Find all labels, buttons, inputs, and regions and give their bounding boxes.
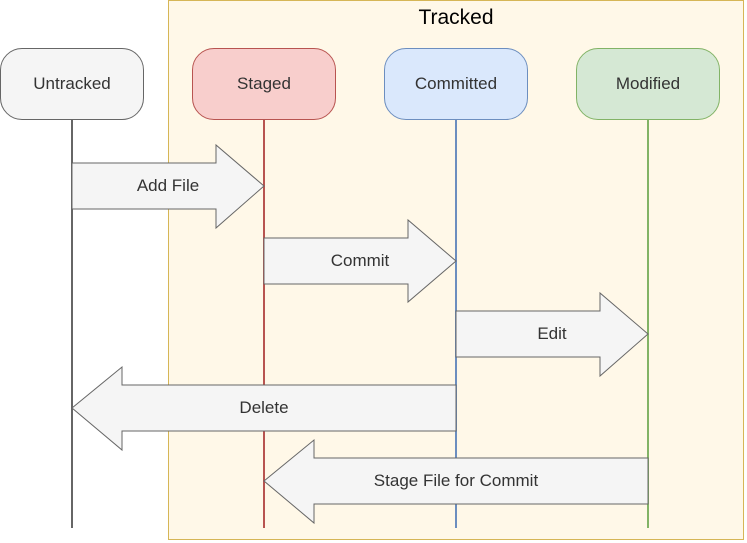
state-staged-label: Staged (237, 74, 291, 93)
state-committed: Committed (384, 48, 528, 120)
arrow-edit (455, 291, 649, 378)
tracked-title: Tracked (418, 6, 494, 29)
arrow-add-file-label: Add File (136, 176, 200, 195)
state-modified-label: Modified (615, 74, 681, 93)
arrow-add-file (71, 143, 265, 230)
arrow-delete (71, 365, 457, 452)
state-committed-label: Committed (414, 74, 498, 93)
state-staged: Staged (192, 48, 336, 120)
arrow-delete-label: Delete (239, 398, 289, 417)
state-modified: Modified (576, 48, 720, 120)
arrow-stage-file-for-commit-label: Stage File for Commit (373, 471, 539, 490)
arrow-stage-file-for-commit (263, 438, 649, 525)
arrow-commit-label: Commit (330, 251, 390, 270)
arrow-commit (263, 218, 457, 304)
arrow-edit-label: Edit (537, 324, 567, 343)
state-untracked-label: Untracked (33, 74, 111, 93)
state-untracked: Untracked (0, 48, 144, 120)
